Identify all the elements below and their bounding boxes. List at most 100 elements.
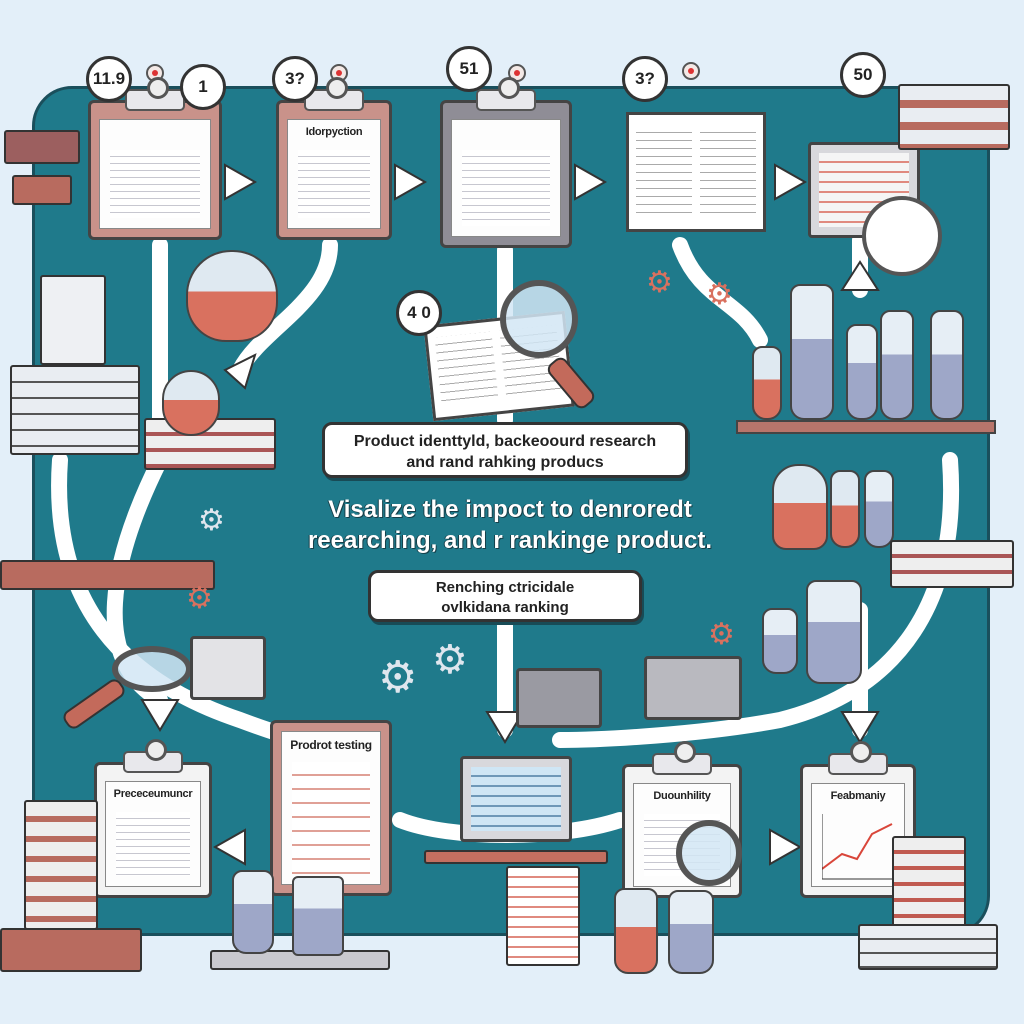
flask-icon (772, 464, 828, 550)
step-badge: 3? (272, 56, 318, 102)
paper-lines (462, 150, 550, 226)
gear-icon: ⚙ (646, 266, 673, 299)
book-stack-icon (890, 540, 1014, 588)
arrowhead (485, 711, 525, 744)
paper-lines (298, 150, 370, 218)
flask-icon (186, 250, 278, 342)
gear-icon: ⚙ (186, 582, 213, 615)
document-box-icon (40, 275, 106, 365)
arrow-path (232, 237, 338, 378)
easel-step-7: Prodrot testing (270, 720, 392, 896)
step-badge: 3? (622, 56, 668, 102)
clipboard-clamp (304, 77, 364, 111)
clipboard-label: Feabmaniy (830, 790, 886, 802)
bottle-icon (232, 870, 274, 954)
gear-icon: ⚙ (378, 653, 418, 702)
step-badge: 51 (446, 46, 492, 92)
gear-icon: ⚙ (708, 618, 735, 651)
step-badge: 4 0 (396, 290, 442, 336)
stage-box-line: ovlkidana ranking (441, 599, 569, 616)
shelf (736, 420, 996, 434)
step-badge: 11.9 (86, 56, 132, 102)
machine-icon (190, 636, 266, 700)
clipboard-paper: Idorpyction (287, 119, 381, 229)
clipboard-clamp (125, 77, 185, 111)
arrowhead (774, 163, 808, 201)
clipboard-label: Prodrot testing (290, 738, 372, 752)
machine-icon (644, 656, 742, 720)
diagram-headline: Visalize the impoct to denroredt reearch… (300, 494, 720, 556)
clipboard-label: Idorpyction (305, 126, 363, 138)
clipboard-clamp (652, 741, 712, 775)
arrowhead (769, 828, 803, 866)
flask-icon (668, 890, 714, 974)
clipboard-paper: Prodrot testing (281, 731, 381, 885)
stage-box-research: Product identtyld, backeoourd research a… (322, 422, 688, 478)
arrowhead (140, 699, 180, 732)
headline-line: Visalize the impoct to denroredt (328, 496, 692, 523)
bottle-icon (762, 608, 798, 674)
jar-icon (806, 580, 862, 684)
magnifier-icon (500, 280, 578, 358)
headline-line: reearching, and r rankinge product. (307, 527, 713, 554)
paper-lines (292, 762, 370, 874)
book-stack-icon (0, 560, 215, 590)
clipboard-clamp (476, 77, 536, 111)
bottle-icon (846, 324, 878, 420)
clipboard-step-6: Prececeumuncr (94, 739, 212, 898)
magnifier-icon (112, 646, 192, 692)
clipboard-step-3 (440, 77, 572, 248)
book-stack-icon (24, 800, 98, 930)
arrowhead (223, 353, 257, 390)
bottle-icon (930, 310, 964, 420)
book-stack-icon (12, 175, 72, 205)
stage-box-ranking: Renching ctricidale ovlkidana ranking (368, 570, 642, 622)
document-icon (506, 866, 580, 966)
book-stack-icon (4, 130, 80, 164)
clipboard-label: Prececeumuncr (113, 788, 193, 800)
book-stack-icon (0, 928, 142, 972)
gear-icon: ⚙ (706, 278, 733, 311)
gear-icon: ⚙ (198, 504, 225, 537)
arrowhead (212, 828, 246, 866)
open-book-step-4 (626, 112, 766, 232)
clipboard-step-1 (88, 77, 222, 240)
computer-step-8 (460, 756, 572, 842)
desk-icon (424, 850, 608, 864)
magnifier-icon (676, 820, 742, 886)
monitor-screen (471, 767, 561, 831)
book-stack-icon (892, 836, 966, 932)
jar-icon (292, 876, 344, 956)
clipboard-paper (451, 119, 561, 237)
arrowhead (574, 163, 608, 201)
book-stack-icon (10, 365, 140, 455)
line-chart-icon (822, 814, 902, 880)
flask-icon (162, 370, 220, 436)
bottle-icon (880, 310, 914, 420)
paper-lines (110, 150, 200, 218)
camera-icon (516, 668, 602, 728)
book-stack-icon (898, 84, 1010, 150)
clipboard-clamp (123, 739, 183, 773)
clipboard-step-10: Feabmaniy (800, 741, 916, 898)
bottle-icon (864, 470, 894, 548)
step-badge: 1 (180, 64, 226, 110)
arrowhead (840, 260, 880, 291)
clipboard-paper: Feabmaniy (811, 783, 905, 887)
gear-icon: ⚙ (432, 638, 468, 682)
stage-box-line: Product identtyld, backeoourd research (353, 433, 657, 450)
clock-icon (862, 196, 942, 276)
bottle-icon (830, 470, 860, 548)
arrow-path (672, 237, 768, 348)
stage-box-line: Renching ctricidale (435, 579, 575, 596)
indicator-dot (682, 62, 700, 80)
stage-box-line: and rand rahking producs (406, 454, 604, 471)
bottle-icon (790, 284, 834, 420)
clipboard-step-2: Idorpyction (276, 77, 392, 240)
flask-icon (614, 888, 658, 974)
step-badge: 50 (840, 52, 886, 98)
clipboard-paper: Prececeumuncr (105, 781, 201, 887)
clipboard-clamp (828, 741, 888, 775)
clipboard-label: Duounhility (653, 790, 711, 802)
bottle-icon (752, 346, 782, 420)
